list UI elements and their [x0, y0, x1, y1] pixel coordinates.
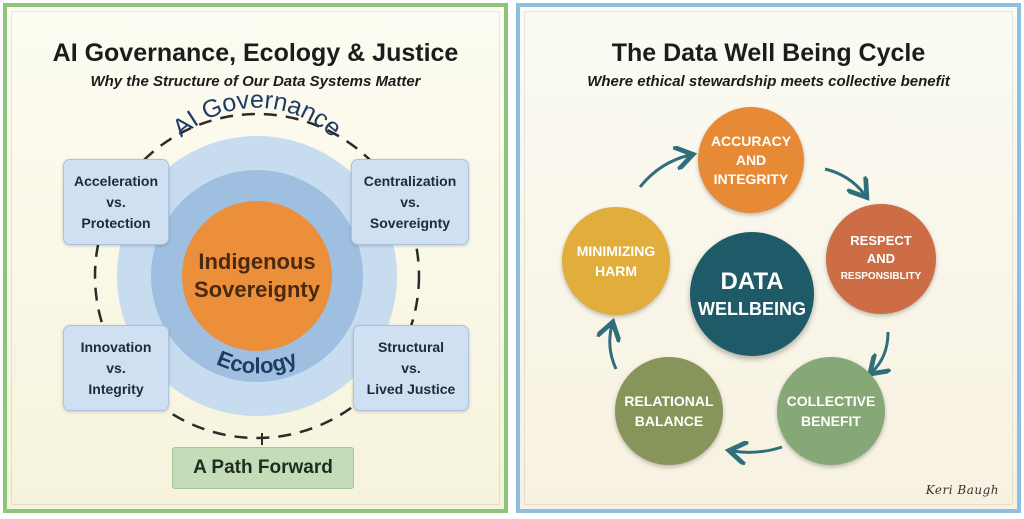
node-line: MINIMIZING: [576, 243, 656, 259]
node-line: AND: [735, 151, 767, 168]
cycle-node-minimizing-harm: MINIMIZING HARM: [562, 207, 670, 315]
node-line: AND: [866, 251, 896, 266]
center-label-line1: Indigenous: [198, 249, 315, 274]
cycle-arrows: [520, 7, 1017, 509]
center-line2: WELLBEING: [698, 299, 806, 319]
box-line: Integrity: [88, 380, 144, 397]
left-infographic-panel: AI Governance, Ecology & Justice Why the…: [3, 3, 508, 513]
governance-ring-diagram: AI Governance Ecology Indigenous Soverei…: [93, 86, 421, 445]
right-title: The Data Well Being Cycle: [611, 39, 926, 67]
dashed-outer-circle: [93, 112, 421, 440]
cycle-node-collective-benefit: COLLECTIVE BENEFIT: [777, 357, 885, 465]
node-line: RESPONSIBLITY: [840, 271, 922, 282]
cycle-center-data-wellbeing: DATA WELLBEING: [690, 232, 814, 356]
box-line: vs.: [106, 193, 126, 210]
cycle-arrow-3: [872, 331, 888, 372]
cycle-node-respect: RESPECT AND RESPONSIBLITY: [826, 204, 936, 314]
tension-box-centralization: Centralization vs. Sovereignty: [351, 159, 469, 245]
cycle-node-accuracy: ACCURACY AND INTEGRITY: [698, 107, 804, 213]
right-subtitle: Where ethical stewardship meets collecti…: [587, 73, 950, 90]
tension-box-innovation: Innovation vs. Integrity: [63, 325, 169, 411]
box-line: Protection: [81, 214, 151, 231]
box-line: Structural: [377, 338, 445, 355]
node-line: HARM: [595, 263, 637, 279]
node-line: RELATIONAL: [624, 393, 714, 409]
tension-box-acceleration: Acceleration vs. Protection: [63, 159, 169, 245]
center-line1: DATA: [720, 268, 784, 295]
node-line: COLLECTIVE: [786, 393, 876, 409]
center-circle: [182, 201, 332, 351]
box-line: vs.: [400, 193, 420, 210]
left-panel-inner-border: [11, 11, 500, 505]
box-line: Centralization: [363, 172, 457, 189]
node-line: BENEFIT: [801, 413, 861, 429]
cycle-arrow-1: [638, 155, 690, 188]
ring-label-ai-governance: AI Governance: [167, 86, 347, 143]
node-line: ACCURACY: [710, 132, 792, 149]
node-line: RESPECT: [850, 233, 912, 248]
right-panel-inner-border: [524, 11, 1013, 505]
signature: Keri Baugh: [925, 483, 999, 497]
node-line: BALANCE: [634, 413, 704, 429]
cycle-node-relational-balance: RELATIONAL BALANCE: [615, 357, 723, 465]
cycle-arrow-4: [732, 447, 783, 452]
left-title: AI Governance, Ecology & Justice: [52, 39, 459, 67]
center-label-line2: Sovereignty: [194, 277, 321, 302]
box-line: vs.: [106, 359, 126, 376]
box-line: vs.: [401, 359, 421, 376]
box-line: Acceleration: [73, 172, 159, 189]
cycle-arrow-2: [824, 167, 865, 195]
box-line: Lived Justice: [366, 380, 456, 397]
box-line: Innovation: [80, 338, 152, 355]
path-forward-label: A Path Forward: [172, 447, 354, 489]
cycle-arrow-5: [610, 325, 616, 370]
left-subtitle: Why the Structure of Our Data Systems Ma…: [90, 73, 421, 90]
tension-box-structural: Structural vs. Lived Justice: [353, 325, 469, 411]
box-line: Sovereignty: [369, 214, 451, 231]
right-infographic-panel: The Data Well Being Cycle Where ethical …: [516, 3, 1021, 513]
node-line: INTEGRITY: [713, 170, 789, 187]
